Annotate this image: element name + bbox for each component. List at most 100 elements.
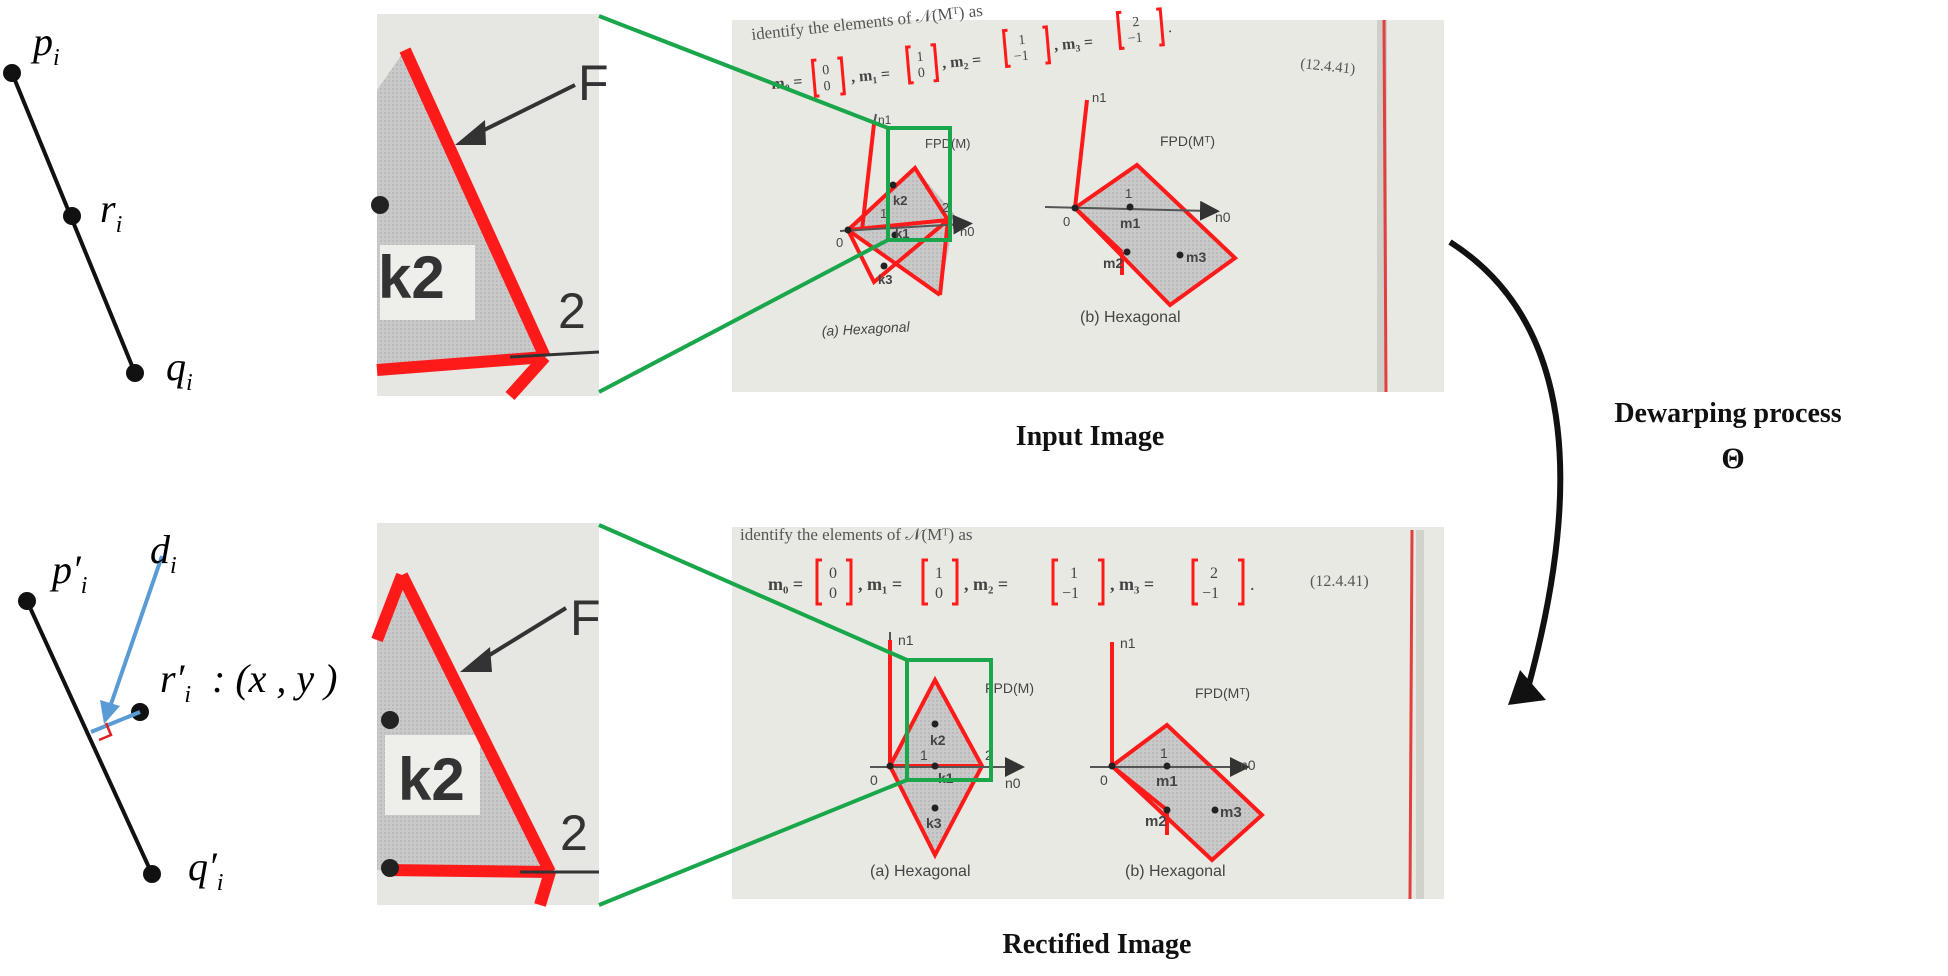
svg-text:0: 0 (917, 66, 925, 82)
svg-text:0: 0 (836, 235, 843, 250)
svg-text:(a) Hexagonal: (a) Hexagonal (870, 863, 971, 880)
svg-text:2: 2 (942, 200, 949, 215)
left-top-geometry: pi ri qi (3, 19, 193, 396)
label-r-prime: r′i (160, 656, 191, 708)
svg-text:1: 1 (920, 747, 928, 763)
top-eq-number: (12.4.41) (1300, 56, 1356, 78)
zoom-bottom-tick: 2 (560, 805, 588, 861)
svg-text:k3: k3 (926, 815, 942, 831)
svg-text:m1: m1 (1120, 215, 1140, 231)
bottom-document-panel: identify the elements of 𝒩(Mᵀ) as (12.4.… (732, 525, 1444, 900)
svg-text:n0: n0 (1215, 209, 1231, 225)
d-pointer-arrowhead (100, 700, 120, 724)
svg-text:m2: m2 (1103, 255, 1123, 271)
label-q-prime: q′i (188, 844, 223, 896)
bottom-roi-box (905, 658, 993, 782)
svg-text:, m₂ =: , m₂ = (941, 52, 982, 72)
svg-text:m3: m3 (1220, 804, 1242, 821)
zoom-bottom-f: F (570, 590, 601, 646)
svg-text:k2: k2 (893, 193, 907, 208)
svg-text:0: 0 (870, 772, 878, 788)
bottom-eq-number: (12.4.41) (1310, 573, 1369, 590)
svg-text:FPD(Mᵀ): FPD(Mᵀ) (1195, 685, 1250, 701)
svg-text:n0: n0 (1240, 757, 1256, 773)
svg-text:−1: −1 (1127, 31, 1143, 47)
label-r: ri (100, 186, 122, 238)
svg-text:k1: k1 (895, 226, 909, 241)
bottom-caption: Rectified Image (1003, 929, 1192, 960)
zoom-top-k2: k2 (378, 244, 445, 311)
svg-text:−1: −1 (1062, 585, 1079, 602)
label-q: qi (166, 344, 193, 396)
bottom-connector-lower (598, 778, 908, 907)
bottom-header-text: identify the elements of 𝒩(Mᵀ) as (740, 525, 973, 544)
svg-text:.: . (1167, 19, 1172, 36)
svg-text:n0: n0 (960, 224, 974, 239)
svg-text:m2: m2 (1145, 813, 1167, 830)
svg-text:, m₁ =: , m₁ = (858, 574, 902, 594)
svg-text:1: 1 (1160, 745, 1168, 761)
bottom-fig-b: n1 FPD(Mᵀ) 0 1 m1 m2 m3 n0 (b) Hexagonal (1090, 635, 1265, 880)
perpendicular-d (90, 710, 141, 734)
bottom-zoom-panel: k2 2 F (371, 523, 601, 907)
label-d: di (150, 527, 177, 579)
top-connector-lower (598, 238, 889, 394)
label-p-prime: p′i (49, 547, 87, 599)
svg-text:.: . (1250, 574, 1255, 594)
point-r (63, 207, 81, 225)
top-caption: Input Image (1016, 421, 1165, 452)
svg-text:m₀ =: m₀ = (768, 574, 803, 594)
svg-text:m3: m3 (1186, 249, 1206, 265)
svg-text:1: 1 (935, 565, 943, 582)
top-zoom-panel: k2 2 F (371, 14, 609, 401)
process-label: Dewarping process (1614, 398, 1841, 429)
svg-text:1: 1 (880, 206, 887, 221)
svg-text:k2: k2 (930, 732, 946, 748)
svg-text:n1: n1 (1120, 635, 1136, 651)
bottom-fig-a: n1 FPD(M) k2 k1 k3 0 1 2 n0 (a) Hexagona… (870, 632, 1034, 880)
svg-text:, m₂ =: , m₂ = (964, 574, 1008, 594)
point-p (3, 64, 21, 82)
top-roi-box (886, 126, 952, 242)
point-p-prime (18, 592, 36, 610)
svg-text:−1: −1 (1013, 49, 1029, 65)
zoom-top-tick: 2 (558, 283, 586, 339)
svg-text:0: 0 (1063, 214, 1070, 229)
svg-text:0: 0 (829, 565, 837, 582)
svg-text:FPD(M): FPD(M) (985, 680, 1034, 696)
svg-text:0: 0 (829, 585, 837, 602)
svg-text:, m₃ =: , m₃ = (1110, 574, 1154, 594)
zoom-top-f: F (578, 55, 609, 111)
label-p: pi (30, 19, 60, 71)
svg-text:1: 1 (1018, 33, 1026, 49)
svg-text:, m₃ =: , m₃ = (1053, 34, 1094, 54)
left-bottom-geometry: p′i di r′i : (x , y ) q′i (18, 527, 337, 896)
top-document-panel: identify the elements of 𝒩(Mᵀ) as (12.4.… (732, 1, 1444, 393)
point-q-prime (143, 865, 161, 883)
right-angle-mark (98, 722, 113, 742)
top-fig-b: n1 FPD(Mᵀ) 0 1 m1 m2 m3 n0 (b) Hexagonal (1044, 90, 1239, 326)
svg-text:n0: n0 (1005, 775, 1021, 791)
svg-text:2: 2 (1210, 565, 1218, 582)
svg-text:(b) Hexagonal: (b) Hexagonal (1125, 863, 1226, 880)
svg-text:0: 0 (822, 63, 830, 79)
top-connector-upper (598, 14, 889, 130)
point-q (126, 364, 144, 382)
svg-text:−1: −1 (1202, 585, 1219, 602)
svg-text:(b) Hexagonal: (b) Hexagonal (1080, 309, 1181, 326)
bottom-connector-upper (598, 523, 908, 662)
svg-text:n1: n1 (898, 632, 914, 648)
svg-text:0: 0 (1100, 772, 1108, 788)
svg-text:1: 1 (1125, 186, 1132, 201)
label-coord: : (x , y ) (212, 656, 337, 701)
svg-text:2: 2 (1132, 15, 1140, 31)
d-pointer-line (108, 555, 164, 708)
svg-text:1: 1 (1070, 565, 1078, 582)
svg-text:k3: k3 (878, 272, 892, 287)
svg-text:(a) Hexagonal: (a) Hexagonal (821, 318, 911, 339)
zoom-bottom-k2: k2 (398, 746, 465, 813)
process-symbol: Θ (1721, 442, 1744, 475)
svg-text:1: 1 (916, 50, 924, 66)
segment-pq-prime (25, 600, 154, 875)
